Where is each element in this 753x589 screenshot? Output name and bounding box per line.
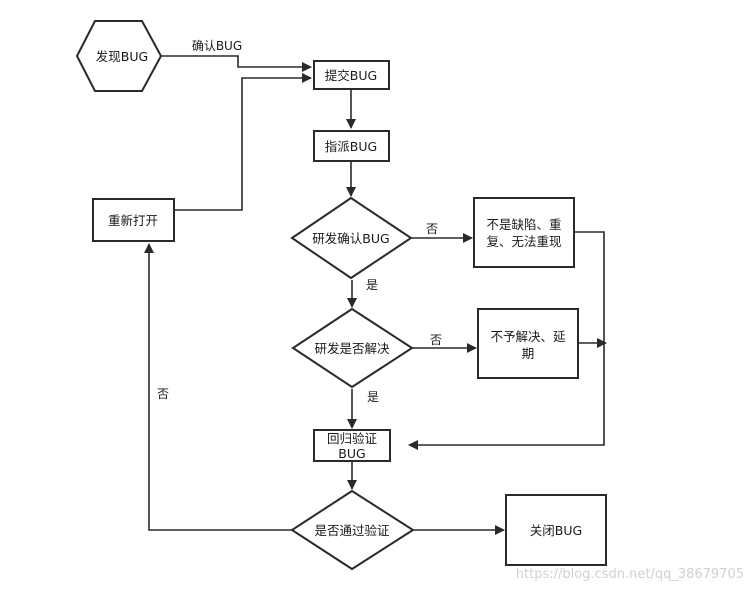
edge-label-yes-1: 是 [366, 278, 378, 292]
edge-label-yes-2: 是 [367, 390, 379, 404]
node-close-box [505, 494, 607, 566]
node-not-defect-label-line1: 不是缺陷、重 [486, 217, 561, 232]
node-not-defect-box [473, 197, 575, 268]
node-no-fix-label-line1: 不予解决、延 [490, 329, 566, 344]
node-discover-hexagon [75, 20, 163, 92]
node-dev-confirm-label: 研发确认BUG [312, 231, 389, 246]
edge-label-no-2: 否 [430, 333, 442, 347]
node-regression-label-line1: 回归验证 [327, 431, 378, 446]
node-regression-box [313, 429, 391, 462]
node-not-defect-label-line2: 复、无法重现 [486, 234, 561, 249]
node-no-fix-label-line2: 期 [522, 346, 535, 361]
node-verify-pass-diamond [290, 489, 415, 571]
edge-not-defect-to-regression [408, 231, 605, 450]
node-dev-confirm-diamond [290, 196, 413, 280]
edge-label-no-3: 否 [157, 387, 169, 401]
edge-reopen-to-submit [174, 73, 312, 211]
node-verify-pass-label: 是否通过验证 [314, 523, 390, 538]
edge-label-no-1: 否 [426, 222, 438, 236]
edge-verify-to-reopen [144, 243, 292, 531]
node-assign-label: 指派BUG [325, 139, 377, 154]
node-dev-resolved-diamond [291, 307, 414, 389]
node-submit-label: 提交BUG [325, 68, 377, 83]
node-assign-box [313, 130, 390, 162]
edge-label-confirm: 确认BUG [192, 39, 242, 53]
edge-discover-to-submit [161, 55, 312, 72]
watermark: https://blog.csdn.net/qq_38679705 [516, 567, 744, 582]
node-close-label: 关闭BUG [530, 523, 582, 538]
node-submit-box [313, 60, 390, 90]
node-regression-label-line2: BUG [338, 446, 365, 461]
node-reopen-box [92, 198, 175, 242]
node-no-fix-box [477, 308, 579, 379]
node-dev-resolved-label: 研发是否解决 [314, 341, 390, 356]
node-reopen-label: 重新打开 [108, 213, 158, 228]
node-discover-label: 发现BUG [96, 49, 148, 64]
